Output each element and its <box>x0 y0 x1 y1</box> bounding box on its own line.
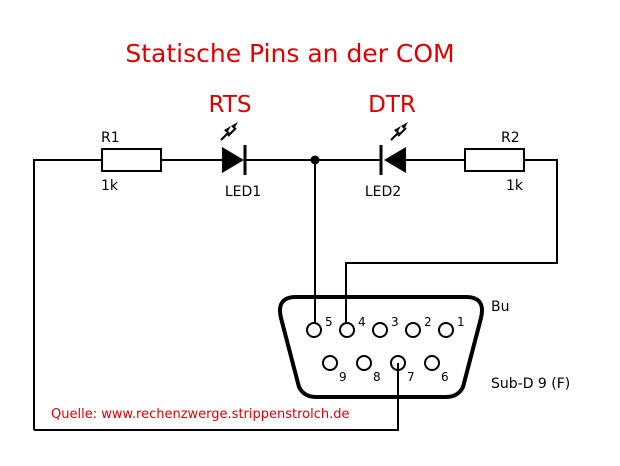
rts-label: RTS <box>209 92 252 118</box>
pin-label-8: 8 <box>373 370 381 384</box>
subd-connector-shell <box>278 295 484 399</box>
pin-label-3: 3 <box>391 315 399 329</box>
pin-2 <box>405 322 421 338</box>
dtr-label: DTR <box>368 92 416 118</box>
source-credit: Quelle: www.rechenzwerge.strippenstrolch… <box>51 407 350 422</box>
r2-name: R2 <box>501 130 520 146</box>
pin-label-5: 5 <box>325 315 333 329</box>
led1-icon <box>220 122 247 175</box>
pin-4 <box>339 322 355 338</box>
r2-value: 1k <box>506 178 524 194</box>
pin-label-2: 2 <box>424 315 432 329</box>
pin-label-7: 7 <box>407 370 415 384</box>
pin-1 <box>438 322 454 338</box>
pin-3 <box>372 322 388 338</box>
pin-9 <box>322 355 338 371</box>
r1-name: R1 <box>101 130 120 146</box>
pins-bottom <box>322 355 440 371</box>
diagram-title: Statische Pins an der COM <box>125 39 454 68</box>
resistor-r1 <box>101 148 162 172</box>
pin-label-1: 1 <box>457 315 465 329</box>
led2-name: LED2 <box>365 184 401 200</box>
led2-icon <box>379 122 408 175</box>
connector-type-label: Sub-D 9 (F) <box>491 376 570 392</box>
pin-label-9: 9 <box>339 370 347 384</box>
led1-name: LED1 <box>225 184 261 200</box>
pins-top <box>306 322 454 338</box>
pin-5 <box>306 322 322 338</box>
top-wire <box>33 159 558 430</box>
pin-label-4: 4 <box>358 315 366 329</box>
pin-6 <box>424 355 440 371</box>
resistor-r2 <box>464 148 525 172</box>
pin-label-6: 6 <box>441 370 449 384</box>
connector-gender-label: Bu <box>491 299 509 315</box>
wire-to-pin7 <box>34 363 399 431</box>
pin-8 <box>356 355 372 371</box>
r1-value: 1k <box>101 178 119 194</box>
